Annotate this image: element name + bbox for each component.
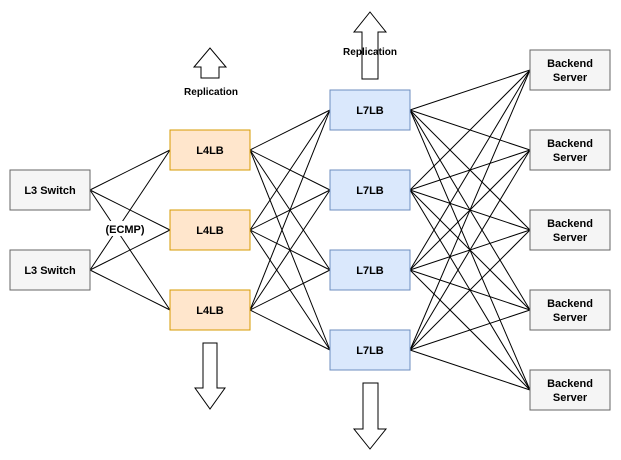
replication-arrow-l4-up xyxy=(192,47,228,79)
connection-line xyxy=(249,109,331,151)
replication-label-l4: Replication xyxy=(184,87,238,98)
backend-server-4: Backend Server xyxy=(529,289,611,331)
l7lb-1: L7LB xyxy=(329,89,411,131)
backend-server-3: Backend Server xyxy=(529,209,611,251)
replication-arrow-l7-up xyxy=(352,11,388,80)
connection-line xyxy=(409,229,531,351)
replication-arrow-l4-down xyxy=(194,342,226,410)
connections xyxy=(89,69,531,391)
backend-server-1: Backend Server xyxy=(529,49,611,91)
l3-switch-label: L3 Switch xyxy=(24,265,76,277)
connection-line xyxy=(89,149,171,271)
l4lb-label: L4LB xyxy=(196,145,224,157)
backend-server-5: Backend Server xyxy=(529,369,611,411)
ecmp-label-bg xyxy=(102,221,148,236)
l4lb-label: L4LB xyxy=(196,305,224,317)
connection-line xyxy=(409,69,531,351)
l3-switch-label: L3 Switch xyxy=(24,185,76,197)
backend-label-line2: Server xyxy=(553,232,588,244)
connection-line xyxy=(249,109,331,311)
backend-label-line1: Backend xyxy=(547,298,593,310)
backend-label-line2: Server xyxy=(553,72,588,84)
l7lb-3: L7LB xyxy=(329,249,411,291)
connection-line xyxy=(409,149,531,351)
connection-line xyxy=(249,189,331,311)
l7lb-4: L7LB xyxy=(329,329,411,371)
connection-line xyxy=(409,309,531,351)
connection-line xyxy=(89,149,171,191)
l3-switch-2: L3 Switch xyxy=(9,249,91,291)
backend-label-line2: Server xyxy=(553,312,588,324)
l4lb-3: L4LB xyxy=(169,289,251,331)
l7lb-label: L7LB xyxy=(356,345,384,357)
backend-label-line1: Backend xyxy=(547,58,593,70)
replication-arrow-l7-down xyxy=(352,382,388,450)
l4lb-2: L4LB xyxy=(169,209,251,251)
l7lb-2: L7LB xyxy=(329,169,411,211)
connection-line xyxy=(89,229,171,271)
connection-line xyxy=(249,269,331,311)
l7lb-label: L7LB xyxy=(356,265,384,277)
backend-label-line1: Backend xyxy=(547,218,593,230)
backend-label-line1: Backend xyxy=(547,378,593,390)
replication-label-l7: Replication xyxy=(343,47,397,58)
connection-line xyxy=(409,69,531,111)
l4lb-label: L4LB xyxy=(196,225,224,237)
l4lb-1: L4LB xyxy=(169,129,251,171)
backend-label-line1: Backend xyxy=(547,138,593,150)
connection-line xyxy=(249,109,331,231)
l7lb-label: L7LB xyxy=(356,105,384,117)
connection-line xyxy=(249,309,331,351)
connection-line xyxy=(409,69,531,271)
l3-switch-1: L3 Switch xyxy=(9,169,91,211)
connection-line xyxy=(89,269,171,311)
l7lb-label: L7LB xyxy=(356,185,384,197)
connection-line xyxy=(409,69,531,191)
ecmp-label: (ECMP) xyxy=(105,224,144,236)
backend-label-line2: Server xyxy=(553,152,588,164)
backend-server-2: Backend Server xyxy=(529,129,611,171)
connection-line xyxy=(409,349,531,391)
backend-label-line2: Server xyxy=(553,392,588,404)
